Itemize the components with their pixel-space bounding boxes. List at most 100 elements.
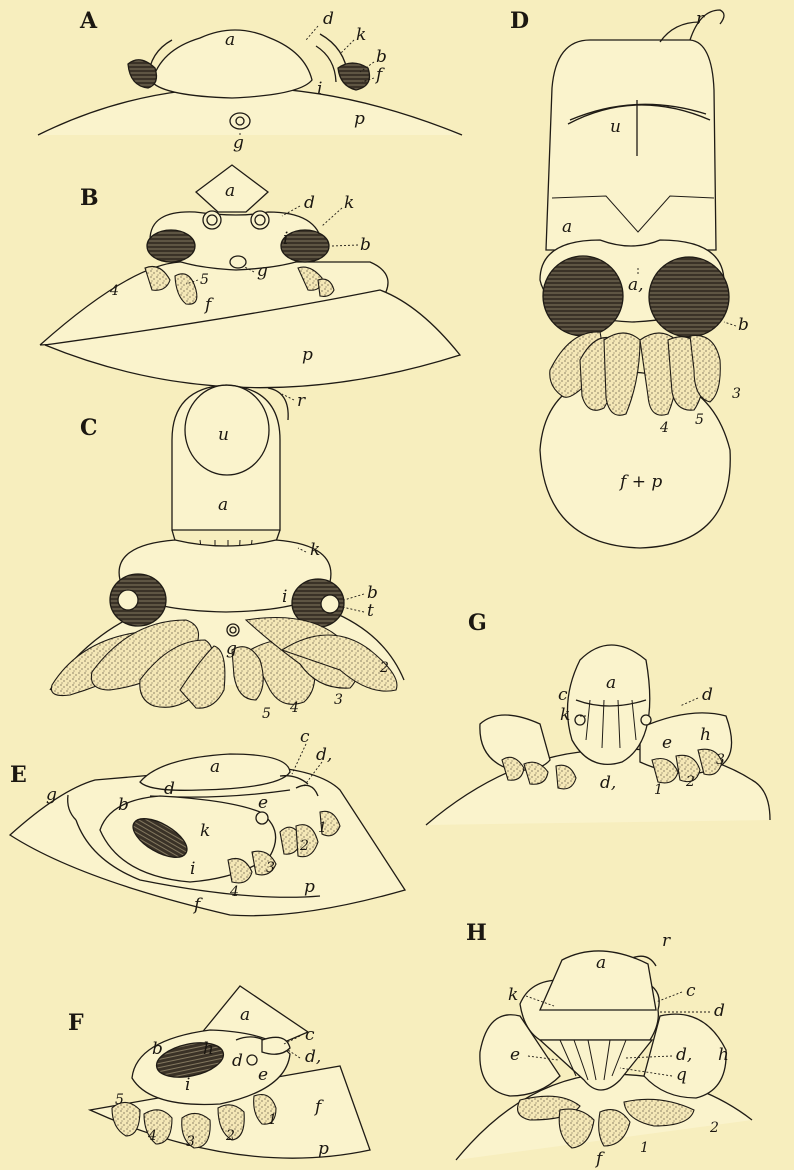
panel-g-title: G	[468, 610, 487, 636]
label-p: p	[302, 345, 313, 365]
label-r: r	[297, 391, 306, 411]
panel-c: C r u a k i b t g 5 4 3 2	[50, 385, 404, 722]
label-u: u	[218, 425, 229, 445]
label-e: e	[258, 793, 268, 813]
label-b: b	[376, 47, 387, 67]
label-5: 5	[115, 1092, 124, 1108]
label-r: r	[662, 931, 671, 951]
label-g: g	[46, 785, 57, 805]
label-4: 4	[147, 1128, 157, 1144]
label-b: b	[152, 1039, 163, 1059]
label-i: i	[185, 1075, 190, 1095]
label-k: k	[560, 705, 570, 725]
label-d1: d,	[676, 1045, 692, 1065]
label-i: i	[283, 229, 288, 249]
panel-f: F a b h d c d, e i 5 4 3 2 1 f p	[68, 986, 370, 1159]
label-d: d	[702, 685, 713, 705]
panel-h: H r a k c d e d, h q f 1 2	[456, 920, 752, 1169]
label-2: 2	[379, 660, 389, 676]
label-1: 1	[640, 1140, 649, 1156]
label-q: q	[676, 1065, 687, 1085]
label-b: b	[367, 583, 378, 603]
panel-d-title: D	[510, 8, 529, 34]
label-e: e	[662, 733, 672, 753]
label-4: 4	[109, 283, 119, 299]
label-i: i	[317, 79, 322, 99]
label-p: p	[304, 877, 315, 897]
label-3: 3	[334, 692, 343, 708]
label-2: 2	[299, 838, 309, 854]
label-a: a	[218, 495, 228, 515]
panel-e: E a c d, d g e b k i 1 2 3 4 f p	[10, 727, 405, 916]
label-b: b	[738, 315, 749, 335]
label-g: g	[257, 261, 268, 281]
label-e: e	[258, 1065, 268, 1085]
label-p: p	[354, 109, 365, 129]
panel-b-title: B	[80, 185, 99, 211]
label-f-plus-p: f + p	[618, 472, 662, 492]
label-f: f	[594, 1149, 605, 1169]
label-c: c	[558, 685, 568, 705]
label-2: 2	[685, 774, 695, 790]
label-3: 3	[716, 752, 725, 768]
label-d: d	[164, 779, 175, 799]
panel-g: G a c d k h e d, 1 2 3	[426, 610, 770, 825]
label-k: k	[200, 821, 210, 841]
label-h: h	[203, 1039, 214, 1059]
label-d: d	[304, 193, 315, 213]
label-a: a	[225, 30, 235, 50]
label-5: 5	[262, 706, 271, 722]
panel-d: D r u a a, b 3 4 5 f + p	[510, 8, 749, 548]
label-p: p	[318, 1139, 329, 1159]
label-f: f	[374, 65, 385, 85]
label-t: t	[367, 601, 374, 621]
label-4: 4	[659, 420, 669, 436]
label-d1: d,	[316, 745, 332, 765]
label-h: h	[718, 1045, 729, 1065]
label-5: 5	[200, 272, 209, 288]
label-k: k	[356, 25, 366, 45]
label-a: a	[596, 953, 606, 973]
label-c: c	[305, 1025, 315, 1045]
panel-c-title: C	[80, 415, 98, 441]
label-3: 3	[186, 1134, 195, 1150]
label-1: 1	[318, 820, 327, 836]
label-k: k	[508, 985, 518, 1005]
label-i: i	[190, 859, 195, 879]
label-c: c	[686, 981, 696, 1001]
panel-a: A a d k b f i g p	[38, 8, 462, 153]
label-g: g	[233, 133, 244, 153]
label-d: d	[232, 1051, 243, 1071]
panel-e-title: E	[10, 762, 27, 788]
label-a: a	[606, 673, 616, 693]
label-a1: a,	[628, 275, 644, 295]
label-a: a	[225, 181, 235, 201]
panel-a-title: A	[79, 8, 98, 34]
panel-f-title: F	[68, 1010, 84, 1036]
panel-b: B a d k b i g 4 5 f p	[40, 165, 460, 388]
label-a: a	[240, 1005, 250, 1025]
label-1: 1	[654, 782, 663, 798]
label-2: 2	[225, 1128, 235, 1144]
label-3: 3	[266, 860, 275, 876]
label-b: b	[118, 795, 129, 815]
panel-h-title: H	[466, 920, 487, 946]
label-1: 1	[268, 1112, 277, 1128]
label-4: 4	[289, 700, 299, 716]
label-g: g	[226, 639, 237, 659]
label-k: k	[344, 193, 354, 213]
label-d: d	[714, 1001, 725, 1021]
label-d1: d,	[305, 1047, 321, 1067]
label-u: u	[610, 117, 621, 137]
label-c: c	[300, 727, 310, 747]
label-d: d	[323, 9, 334, 29]
label-2: 2	[709, 1120, 719, 1136]
label-r: r	[696, 9, 705, 29]
label-k: k	[310, 540, 320, 560]
label-a: a	[562, 217, 572, 237]
label-e: e	[510, 1045, 520, 1065]
label-b: b	[360, 235, 371, 255]
label-3: 3	[732, 386, 741, 402]
label-h: h	[700, 725, 711, 745]
label-a: a	[210, 757, 220, 777]
